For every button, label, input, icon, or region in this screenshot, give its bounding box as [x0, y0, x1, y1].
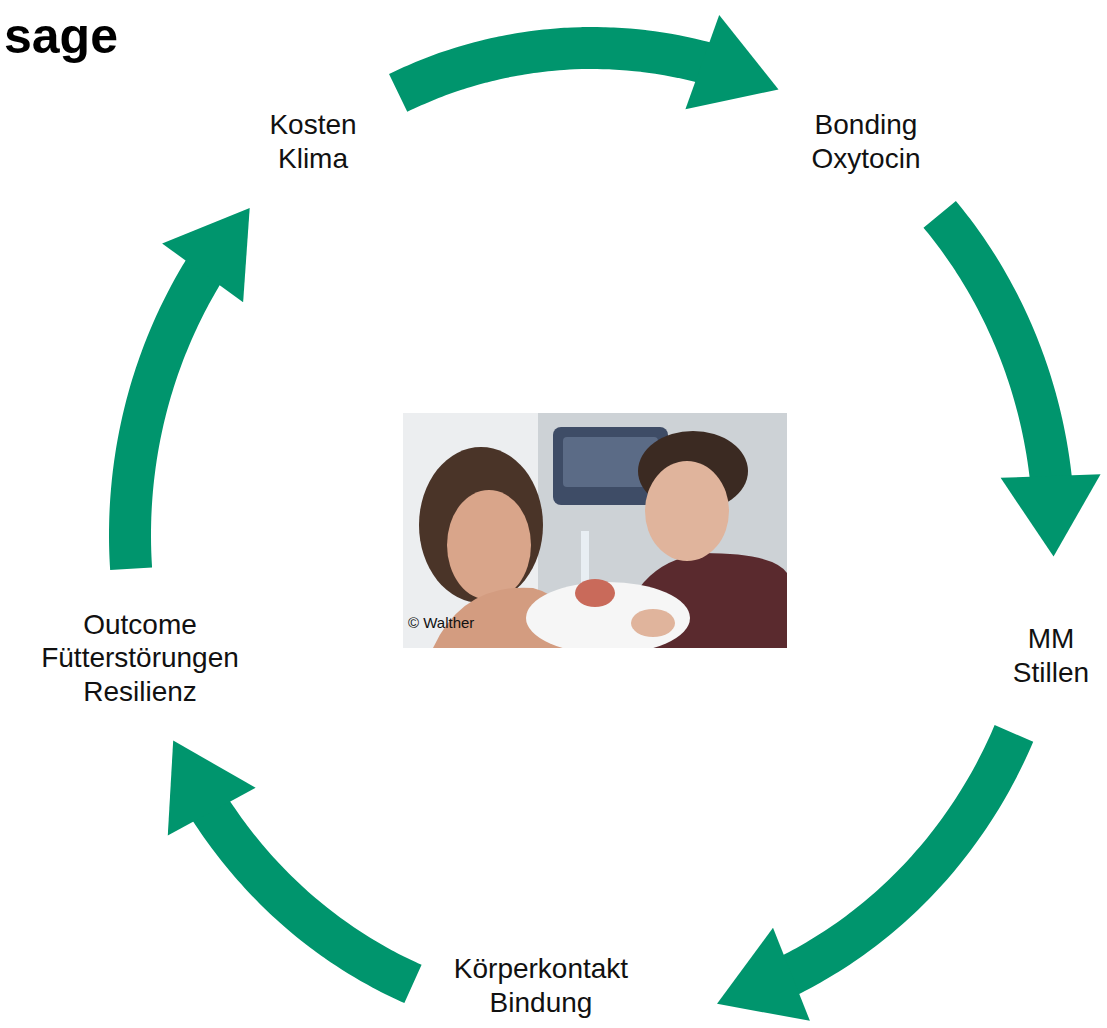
cycle-arrow: [168, 741, 413, 984]
arrow-shaft: [130, 269, 205, 568]
step-label: Kosten Klima: [269, 108, 356, 175]
step-label: MM Stillen: [1013, 622, 1089, 689]
arrow-head: [168, 741, 256, 836]
step-label: Körperkontakt Bindung: [454, 952, 628, 1019]
arrow-shaft: [788, 733, 1014, 976]
cycle-arrow: [130, 208, 250, 569]
arrow-shaft: [209, 808, 413, 984]
cycle-step: Outcome Fütterstörungen Resilienz: [37, 604, 243, 713]
cycle-step: Bonding Oxytocin: [808, 104, 925, 179]
cycle-step: Kosten Klima: [265, 104, 360, 179]
photo-illustration: [403, 413, 787, 648]
arrow-shaft: [940, 214, 1051, 480]
photo-credit: © Walther: [408, 614, 474, 632]
arrow-shaft: [398, 48, 706, 93]
step-label: Outcome Fütterstörungen Resilienz: [41, 608, 239, 709]
slide-title: sage: [4, 6, 118, 66]
arrow-head: [685, 15, 778, 109]
cycle-step: Körperkontakt Bindung: [450, 948, 632, 1023]
cycle-arrow: [398, 15, 778, 109]
cycle-arrow: [940, 214, 1101, 556]
mother-face: [447, 490, 531, 600]
mother-hair: [419, 447, 543, 603]
arrow-head: [717, 928, 810, 1021]
father-hand: [631, 609, 675, 637]
father-face: [645, 461, 729, 561]
arrow-head: [162, 208, 250, 302]
cycle-step: MM Stillen: [1009, 618, 1093, 693]
step-label: Bonding Oxytocin: [812, 108, 921, 175]
cycle-arrow: [717, 733, 1014, 1020]
baby-head: [575, 579, 615, 607]
arrow-head: [1001, 474, 1101, 556]
